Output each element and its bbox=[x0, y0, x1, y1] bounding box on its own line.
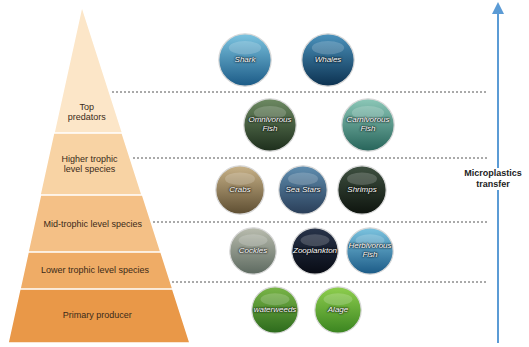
band-label-group: Top predators bbox=[64, 102, 110, 123]
photo-label-group: Omnivorous Fish bbox=[245, 116, 295, 134]
band-fill bbox=[54, 6, 123, 133]
species-label: Carnivorous Fish bbox=[343, 116, 393, 134]
species-label: Omnivorous Fish bbox=[245, 116, 295, 134]
species-photo: Herbivorous Fish bbox=[346, 227, 394, 275]
band-fill bbox=[28, 195, 161, 252]
axis-label: Microplastics transfer bbox=[461, 168, 525, 190]
band-fill bbox=[40, 133, 142, 195]
pyramid-level: Top predators bbox=[54, 6, 123, 133]
species-photo: waterweeds bbox=[251, 286, 299, 334]
photo-highlight bbox=[288, 173, 318, 186]
level-label: Primary producer bbox=[18, 310, 176, 320]
photo-label-group: waterweeds bbox=[253, 306, 297, 315]
band-fill bbox=[8, 289, 190, 343]
band-fill bbox=[20, 252, 173, 289]
photo-highlight bbox=[301, 234, 330, 246]
photo-fill bbox=[302, 34, 354, 86]
species-label: Herbivorous Fish bbox=[348, 242, 392, 260]
species-photo: Carnivorous Fish bbox=[341, 98, 395, 152]
level-label: Mid-trophic level species bbox=[38, 219, 147, 229]
photo-fill bbox=[219, 34, 271, 86]
photo-label-group: Cockles bbox=[231, 247, 275, 256]
band-label-group: Higher trophic level species bbox=[53, 154, 127, 175]
species-photo: Shark bbox=[218, 33, 272, 87]
photo-highlight bbox=[229, 41, 261, 55]
species-photo: Cockles bbox=[229, 227, 277, 275]
photo-label-group: Carnivorous Fish bbox=[343, 116, 393, 134]
photo-label-group: Zooplankton bbox=[293, 247, 337, 256]
photo-fill bbox=[347, 228, 393, 274]
species-label: Cockles bbox=[231, 247, 275, 256]
photo-fill bbox=[292, 228, 338, 274]
photo-fill bbox=[244, 99, 296, 151]
photo-label-group: Whales bbox=[303, 56, 353, 65]
photo-fill bbox=[216, 166, 264, 214]
photo-highlight bbox=[239, 234, 268, 246]
band-label-group: Lower trophic level species bbox=[28, 265, 162, 275]
photo-highlight bbox=[261, 293, 290, 305]
species-photo: Whales bbox=[301, 33, 355, 87]
pyramid-level: Lower trophic level species bbox=[20, 252, 173, 289]
photo-fill bbox=[338, 166, 386, 214]
species-label: Alage bbox=[316, 306, 360, 315]
level-divider bbox=[112, 92, 488, 282]
species-photo: Crabs bbox=[215, 165, 265, 215]
level-label: Top predators bbox=[64, 102, 110, 123]
species-label: Crabs bbox=[217, 186, 263, 195]
photo-fill bbox=[230, 228, 276, 274]
photo-fill bbox=[342, 99, 394, 151]
photo-highlight bbox=[324, 293, 353, 305]
photo-label-group: Crabs bbox=[217, 186, 263, 195]
pyramid-level: Mid-trophic level species bbox=[28, 195, 161, 252]
species-photo: Sea Stars bbox=[278, 165, 328, 215]
photo-highlight bbox=[312, 41, 344, 55]
photo-highlight bbox=[225, 173, 255, 186]
photo-label-group: Herbivorous Fish bbox=[348, 242, 392, 260]
pyramid-level: Higher trophic level species bbox=[40, 133, 142, 195]
photo-fill bbox=[315, 287, 361, 333]
species-label: Whales bbox=[303, 56, 353, 65]
species-label: Shark bbox=[220, 56, 270, 65]
species-photo: Shrimps bbox=[337, 165, 387, 215]
band-label-group: Primary producer bbox=[18, 310, 176, 320]
level-label: Higher trophic level species bbox=[53, 154, 127, 175]
species-photo: Alage bbox=[314, 286, 362, 334]
species-label: Sea Stars bbox=[280, 186, 326, 195]
arrow-head bbox=[492, 2, 504, 14]
photo-label-group: Shark bbox=[220, 56, 270, 65]
photo-fill bbox=[252, 287, 298, 333]
species-photo: Omnivorous Fish bbox=[243, 98, 297, 152]
photo-highlight bbox=[347, 173, 377, 186]
photo-label-group: Shrimps bbox=[339, 186, 385, 195]
species-label: Zooplankton bbox=[293, 247, 337, 256]
band-label-group: Mid-trophic level species bbox=[38, 219, 147, 229]
level-label: Lower trophic level species bbox=[28, 265, 162, 275]
photo-label-group: Sea Stars bbox=[280, 186, 326, 195]
photo-fill bbox=[279, 166, 327, 214]
pyramid-level: Primary producer bbox=[8, 289, 190, 343]
photo-label-group: Alage bbox=[316, 306, 360, 315]
species-photo: Zooplankton bbox=[291, 227, 339, 275]
species-label: Shrimps bbox=[339, 186, 385, 195]
species-label: waterweeds bbox=[253, 306, 297, 315]
